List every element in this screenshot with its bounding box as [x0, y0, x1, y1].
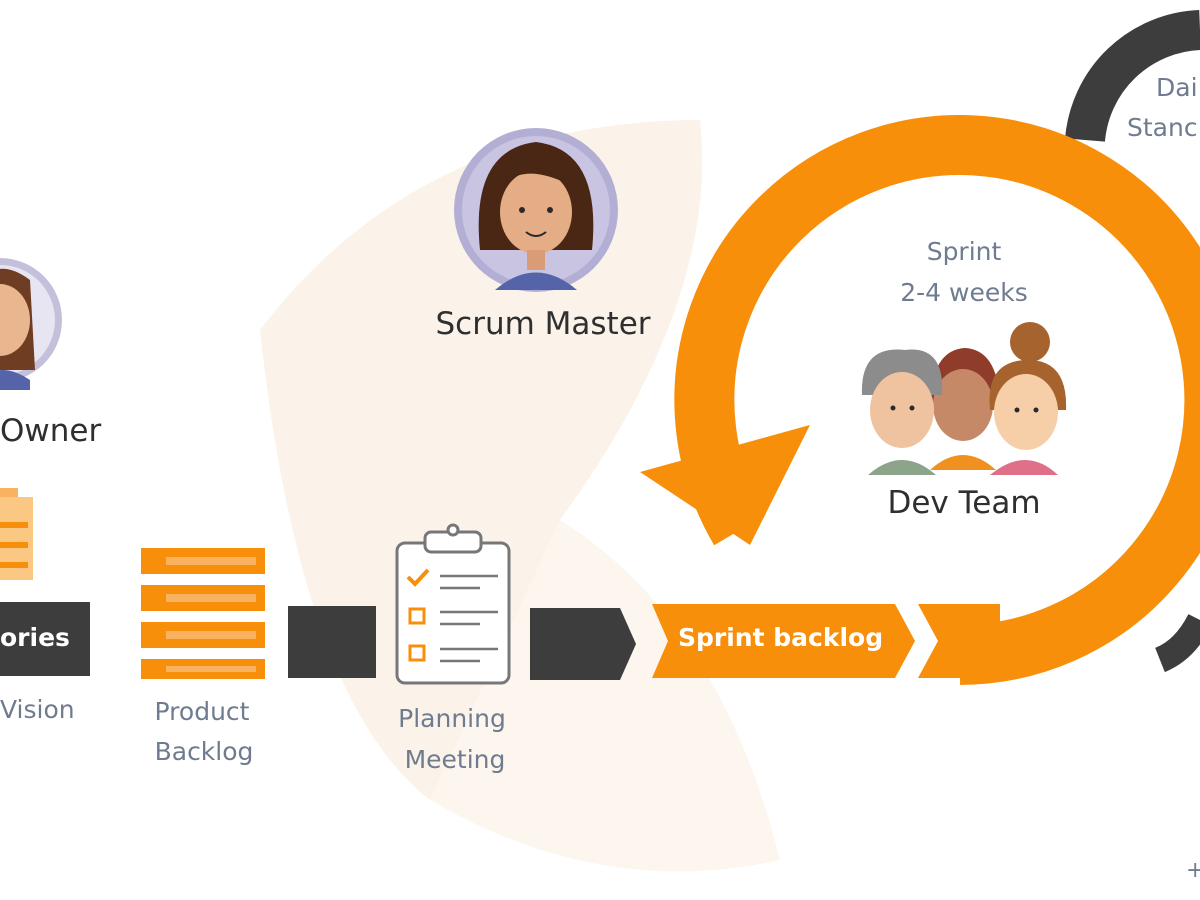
- sprint-cycle-arrow: [640, 115, 1200, 685]
- sprint-backlog-chevron: [918, 604, 1000, 678]
- daily-standup-loop-lower: [1154, 613, 1200, 673]
- vision-label: Vision: [0, 695, 75, 724]
- daily-label-1: Dai: [1156, 73, 1198, 102]
- corner-plus-mark: +: [1186, 858, 1200, 883]
- sprint-backlog-label: Sprint backlog: [678, 623, 884, 652]
- stories-stack-icon: [0, 488, 33, 580]
- stories-label: ories: [0, 623, 70, 652]
- dev-team-label: Dev Team: [887, 485, 1041, 521]
- product-backlog-label-1: Product: [154, 697, 250, 726]
- sprint-label: Sprint: [926, 237, 1002, 266]
- scrum-master-avatar: [454, 128, 618, 292]
- product-owner-avatar: [0, 258, 62, 390]
- daily-label-2: Stanc: [1127, 113, 1198, 142]
- planning-meeting-label-2: Meeting: [404, 745, 506, 774]
- sprint-duration-label: 2-4 weeks: [900, 278, 1028, 307]
- daily-standup-loop: [1065, 10, 1200, 143]
- scrum-master-label: Scrum Master: [435, 306, 651, 342]
- dev-team-avatars: [861, 322, 1067, 475]
- clipboard-icon: [395, 523, 511, 685]
- planning-meeting-label-1: Planning: [398, 704, 506, 733]
- connector-bar: [288, 606, 376, 678]
- product-backlog-label-2: Backlog: [154, 737, 254, 766]
- product-backlog-icon: [141, 548, 265, 679]
- product-owner-label: Owner: [0, 413, 102, 449]
- planning-output-arrow: [530, 608, 636, 680]
- stories-bar: [0, 602, 90, 676]
- sprint-backlog-arrow: [652, 604, 915, 678]
